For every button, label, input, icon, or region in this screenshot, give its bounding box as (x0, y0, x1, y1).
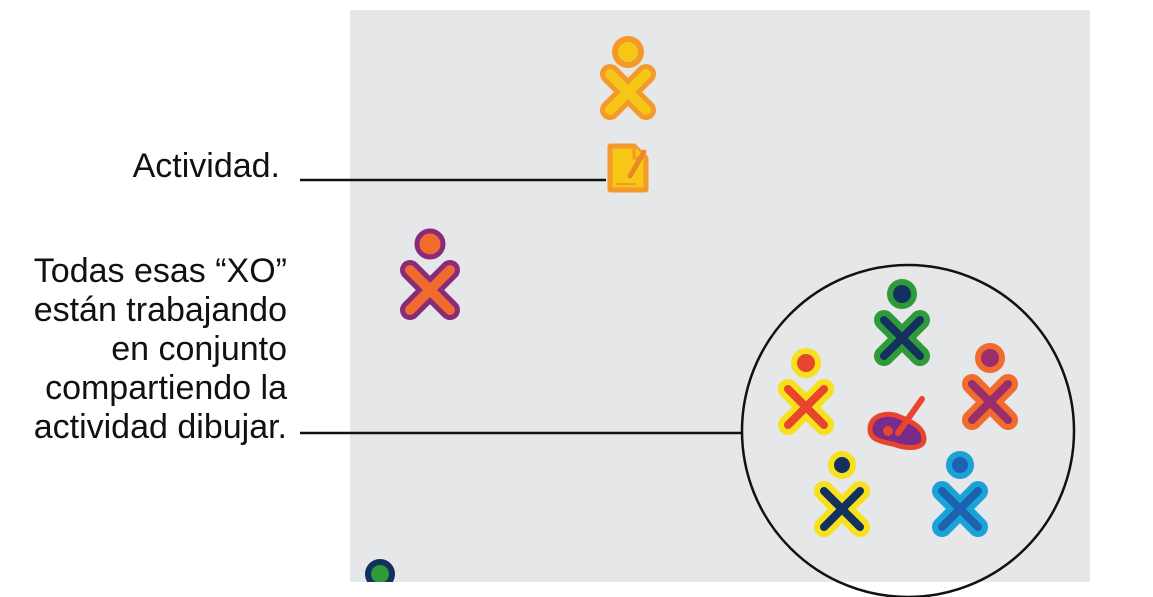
highlight-circle (740, 263, 1076, 597)
buddy-xo-icon-orange-purple[interactable] (962, 343, 1018, 430)
buddy-xo-icon-yellow-navy[interactable] (814, 451, 870, 537)
owner-xo-icon[interactable] (600, 36, 656, 120)
shared-activity-callout-label: Todas esas “XO” están trabajando en conj… (33, 252, 287, 446)
buddy-xo-icon-green[interactable] (874, 279, 930, 366)
buddy-xo-icon[interactable] (400, 228, 460, 320)
activity-callout-label: Actividad. (132, 147, 280, 185)
paint-activity-icon[interactable] (867, 396, 927, 450)
write-activity-icon[interactable] (607, 143, 649, 193)
neighborhood-view (350, 10, 1090, 582)
buddy-xo-icon-yellow-red[interactable] (778, 348, 834, 435)
partial-xo-icon[interactable] (365, 559, 395, 586)
buddy-xo-icon-cyan-blue[interactable] (932, 451, 988, 537)
